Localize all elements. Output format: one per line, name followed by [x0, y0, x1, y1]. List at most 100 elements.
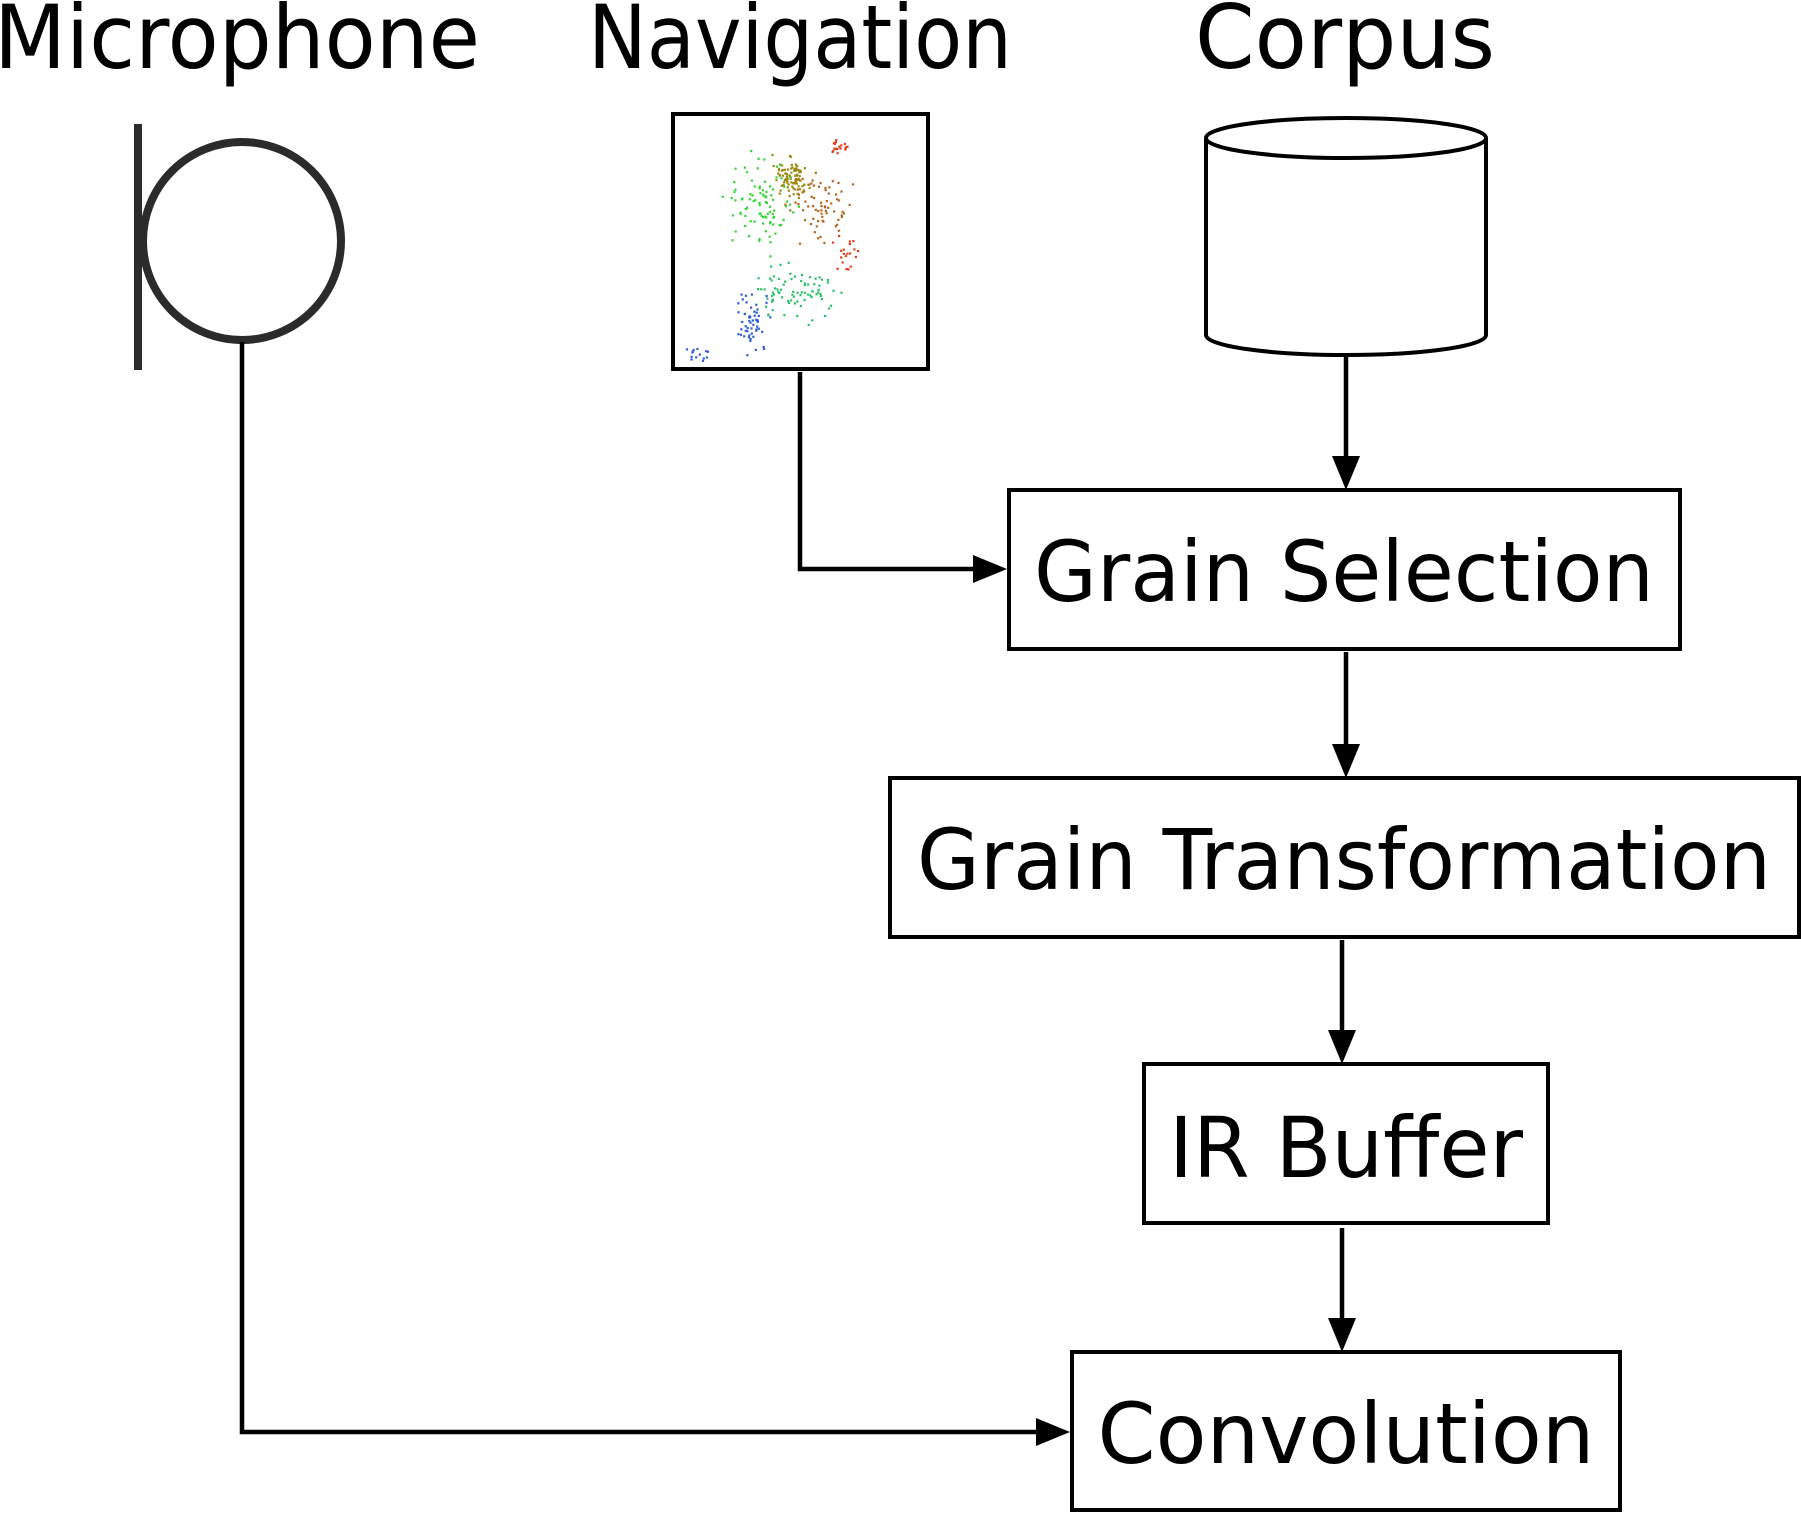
scatter-dot	[772, 223, 775, 226]
scatter-dot	[785, 173, 788, 176]
scatter-dot	[797, 196, 801, 199]
scatter-dot	[787, 189, 790, 192]
scatter-dot	[821, 219, 824, 222]
scatter-dot	[749, 316, 752, 319]
scatter-dot	[802, 209, 805, 212]
scatter-dot	[751, 194, 754, 197]
scatter-dot	[760, 288, 763, 291]
ir-buffer-block: IR Buffer	[1142, 1062, 1550, 1225]
scatter-dot	[733, 191, 736, 194]
scatter-dot	[803, 183, 806, 186]
scatter-dot	[794, 174, 797, 177]
scatter-dot	[750, 179, 753, 182]
scatter-dot	[755, 329, 758, 332]
scatter-dot	[755, 311, 758, 314]
scatter-dot	[781, 168, 784, 172]
scatter-dot	[771, 309, 774, 312]
scatter-dot	[843, 142, 846, 146]
scatter-dot	[739, 211, 742, 214]
scatter-dot	[765, 301, 768, 304]
scatter-dot	[756, 308, 759, 311]
scatter-dot	[830, 304, 833, 307]
scatter-dot	[747, 336, 750, 339]
scatter-dot	[836, 267, 839, 270]
scatter-dot	[798, 175, 801, 178]
scatter-dot	[833, 210, 836, 213]
navigation-scatter-thumbnail	[671, 112, 930, 371]
scatter-dot	[830, 202, 833, 205]
scatter-dot	[744, 329, 747, 332]
scatter-dot	[753, 310, 756, 313]
scatter-dot	[772, 216, 775, 219]
scatter-dot	[775, 176, 778, 179]
scatter-dot	[794, 201, 797, 204]
scatter-dot	[797, 205, 800, 208]
scatter-dot	[766, 212, 769, 215]
scatter-dot	[769, 255, 772, 258]
scatter-dot	[849, 265, 852, 268]
scatter-dot	[706, 350, 710, 353]
scatter-dot	[798, 169, 801, 172]
scatter-dot	[780, 223, 783, 226]
scatter-dot	[749, 337, 752, 341]
scatter-dot	[783, 168, 786, 171]
scatter-dot	[799, 305, 802, 308]
scatter-dot	[790, 278, 793, 281]
scatter-dot	[796, 300, 799, 303]
scatter-dot	[795, 174, 798, 177]
scatter-dot	[802, 189, 805, 192]
selection-input-arrowhead	[973, 555, 1007, 583]
scatter-dot	[826, 278, 829, 282]
scatter-dot	[813, 231, 816, 234]
scatter-dot	[796, 188, 799, 191]
scatter-dot	[811, 290, 814, 293]
scatter-dot	[791, 185, 794, 188]
corpus-heading: Corpus	[1195, 0, 1495, 89]
scatter-dot	[771, 153, 774, 157]
scatter-dot	[786, 186, 789, 189]
convolution-arrowhead	[1328, 1318, 1356, 1352]
scatter-dot	[848, 240, 851, 243]
scatter-dot	[786, 181, 789, 184]
scatter-dot	[836, 152, 839, 155]
scatter-dot	[775, 179, 778, 182]
scatter-dot	[753, 220, 756, 223]
scatter-dot	[826, 281, 829, 284]
scatter-dot	[840, 291, 843, 294]
scatter-dot	[764, 215, 767, 218]
scatter-dot	[807, 205, 810, 208]
scatter-dot	[765, 305, 768, 308]
scatter-dot	[793, 275, 796, 278]
scatter-dot	[760, 214, 763, 217]
scatter-dot	[777, 172, 780, 175]
scatter-dot	[758, 239, 761, 242]
scatter-dot	[740, 293, 743, 296]
scatter-dot	[818, 284, 821, 287]
scatter-dot	[791, 293, 794, 296]
scatter-dot	[730, 197, 733, 200]
scatter-dot	[750, 150, 753, 153]
scatter-dot	[804, 200, 807, 203]
scatter-dot	[808, 276, 812, 279]
scatter-dot	[787, 261, 790, 264]
scatter-dot	[756, 320, 759, 323]
scatter-dot	[792, 295, 795, 298]
scatter-dot	[780, 177, 783, 180]
scatter-points	[685, 139, 860, 362]
scatter-dot	[806, 293, 810, 296]
scatter-dot	[810, 296, 813, 299]
scatter-dot	[758, 204, 761, 207]
scatter-dot	[852, 240, 855, 243]
scatter-dot	[838, 145, 841, 148]
scatter-dot	[734, 167, 737, 170]
scatter-dot	[814, 171, 817, 174]
scatter-dot	[848, 243, 851, 246]
scatter-dot	[820, 212, 823, 215]
scatter-dot	[774, 232, 777, 235]
scatter-dot	[799, 294, 802, 297]
scatter-dot	[824, 186, 827, 190]
scatter-dot	[853, 248, 856, 251]
scatter-dot	[834, 141, 837, 144]
scatter-dot	[763, 347, 766, 350]
